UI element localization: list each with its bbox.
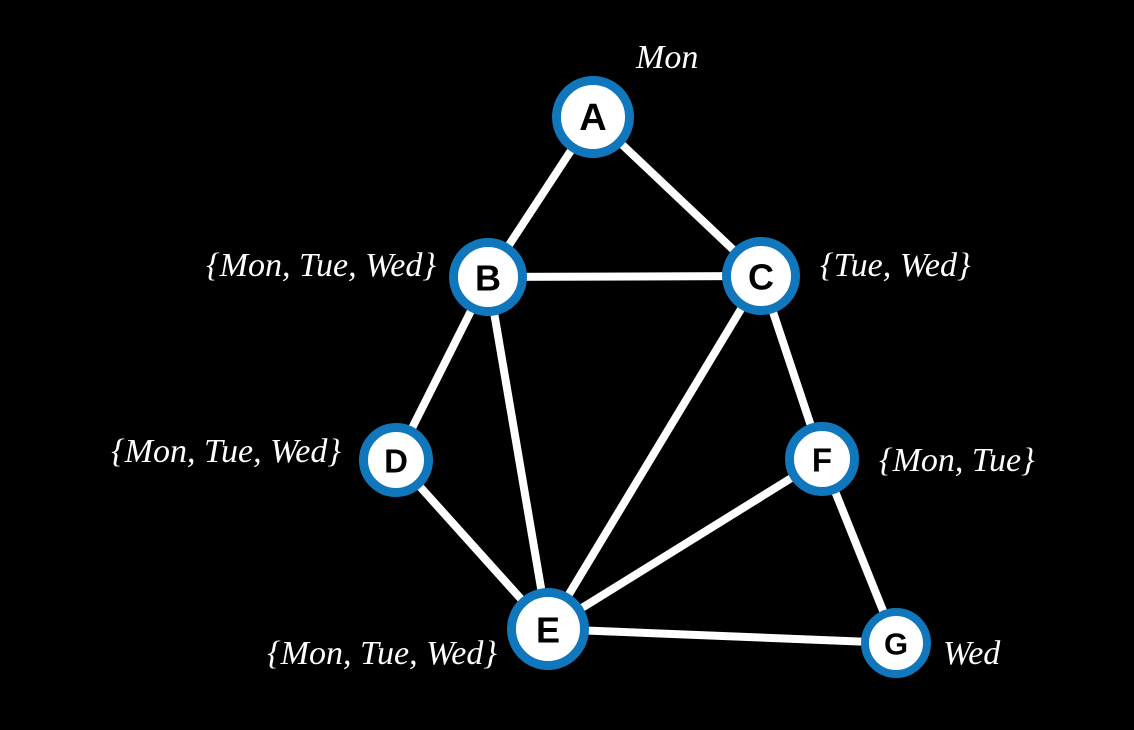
node-d[interactable]: D: [359, 423, 433, 497]
node-c[interactable]: C: [722, 237, 800, 315]
node-a[interactable]: A: [552, 76, 634, 158]
node-d-letter: D: [384, 443, 408, 480]
node-e[interactable]: E: [507, 588, 589, 670]
node-c-letter: C: [748, 257, 774, 298]
node-b[interactable]: B: [449, 238, 527, 316]
domain-label-b: {Mon, Tue, Wed}: [206, 247, 436, 284]
domain-label-g: Wed: [943, 635, 1001, 672]
edge-e-g[interactable]: [544, 625, 900, 647]
domain-label-f: {Mon, Tue}: [879, 442, 1035, 479]
node-d-circle: [359, 423, 433, 497]
node-a-circle: [552, 76, 634, 158]
node-e-letter: E: [536, 610, 560, 651]
nodes-layer: A B C D E F G: [359, 76, 931, 678]
node-b-letter: B: [475, 258, 501, 299]
domain-labels-layer: Mon {Mon, Tue, Wed} {Tue, Wed} {Mon, Tue, W…: [111, 39, 1035, 672]
node-g-circle: [861, 608, 931, 678]
node-e-circle: [507, 588, 589, 670]
node-f-circle: [785, 422, 859, 496]
node-f[interactable]: F: [785, 422, 859, 496]
node-f-letter: F: [812, 442, 832, 479]
node-c-circle: [722, 237, 800, 315]
domain-label-d: {Mon, Tue, Wed}: [111, 433, 341, 470]
domain-label-c: {Tue, Wed}: [820, 247, 971, 284]
edge-e-f[interactable]: [544, 455, 826, 633]
edge-c-e[interactable]: [544, 272, 765, 633]
domain-label-a: Mon: [635, 39, 698, 76]
node-g[interactable]: G: [861, 608, 931, 678]
edge-b-c[interactable]: [484, 272, 765, 281]
node-b-circle: [449, 238, 527, 316]
edge-b-e[interactable]: [484, 273, 552, 633]
node-a-letter: A: [579, 97, 606, 139]
node-g-letter: G: [884, 627, 908, 662]
domain-label-e: {Mon, Tue, Wed}: [267, 635, 497, 672]
